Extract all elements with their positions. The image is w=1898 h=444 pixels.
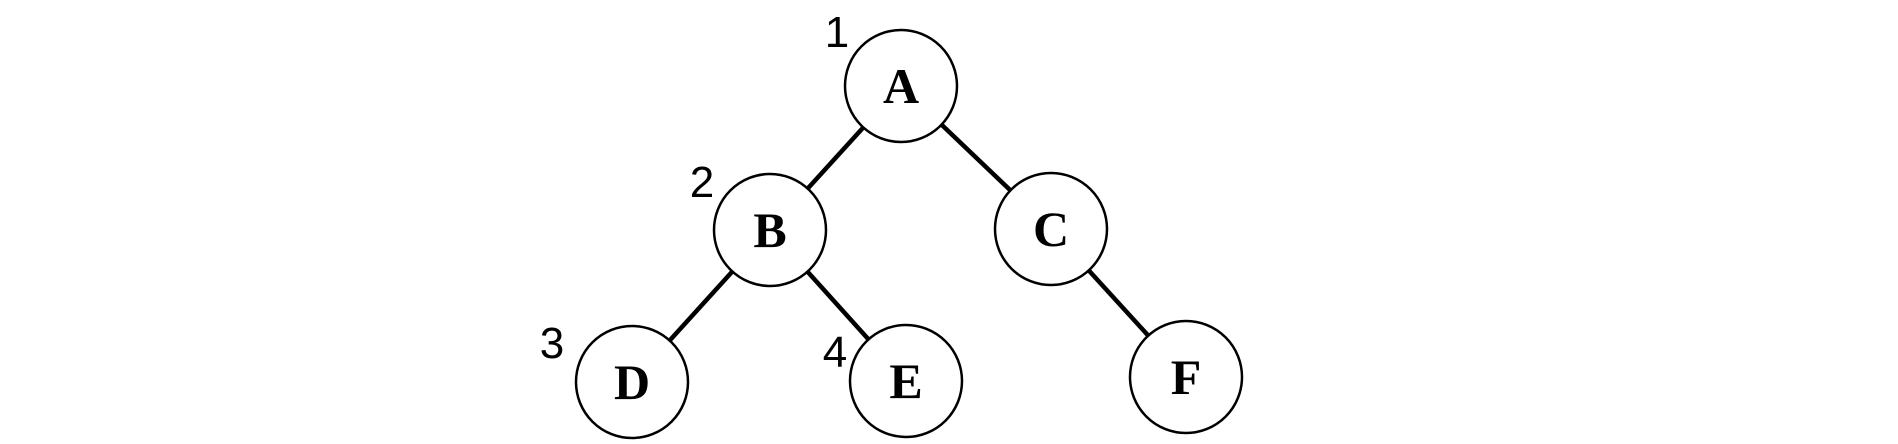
tree-node-label-D: D [614, 354, 650, 410]
tree-node-circle-A [843, 28, 959, 144]
tree-node-circle-B [712, 172, 828, 288]
tree-node-label-A: A [883, 58, 919, 114]
tree-node-circle-C [993, 171, 1109, 287]
traversal-order-label-1: 1 [825, 8, 849, 57]
traversal-order-label-2: 2 [690, 158, 714, 207]
tree-node-label-F: F [1171, 349, 1202, 405]
traversal-order-label-3: 3 [540, 319, 564, 368]
tree-node-label-E: E [889, 353, 922, 409]
tree-node-label-B: B [753, 202, 786, 258]
tree-node-label-C: C [1033, 201, 1069, 257]
tree-node-circle-D [574, 324, 690, 440]
tree-node-circle-F [1128, 319, 1244, 435]
tree-node-circle-E [848, 323, 964, 439]
traversal-order-label-4: 4 [823, 328, 847, 377]
